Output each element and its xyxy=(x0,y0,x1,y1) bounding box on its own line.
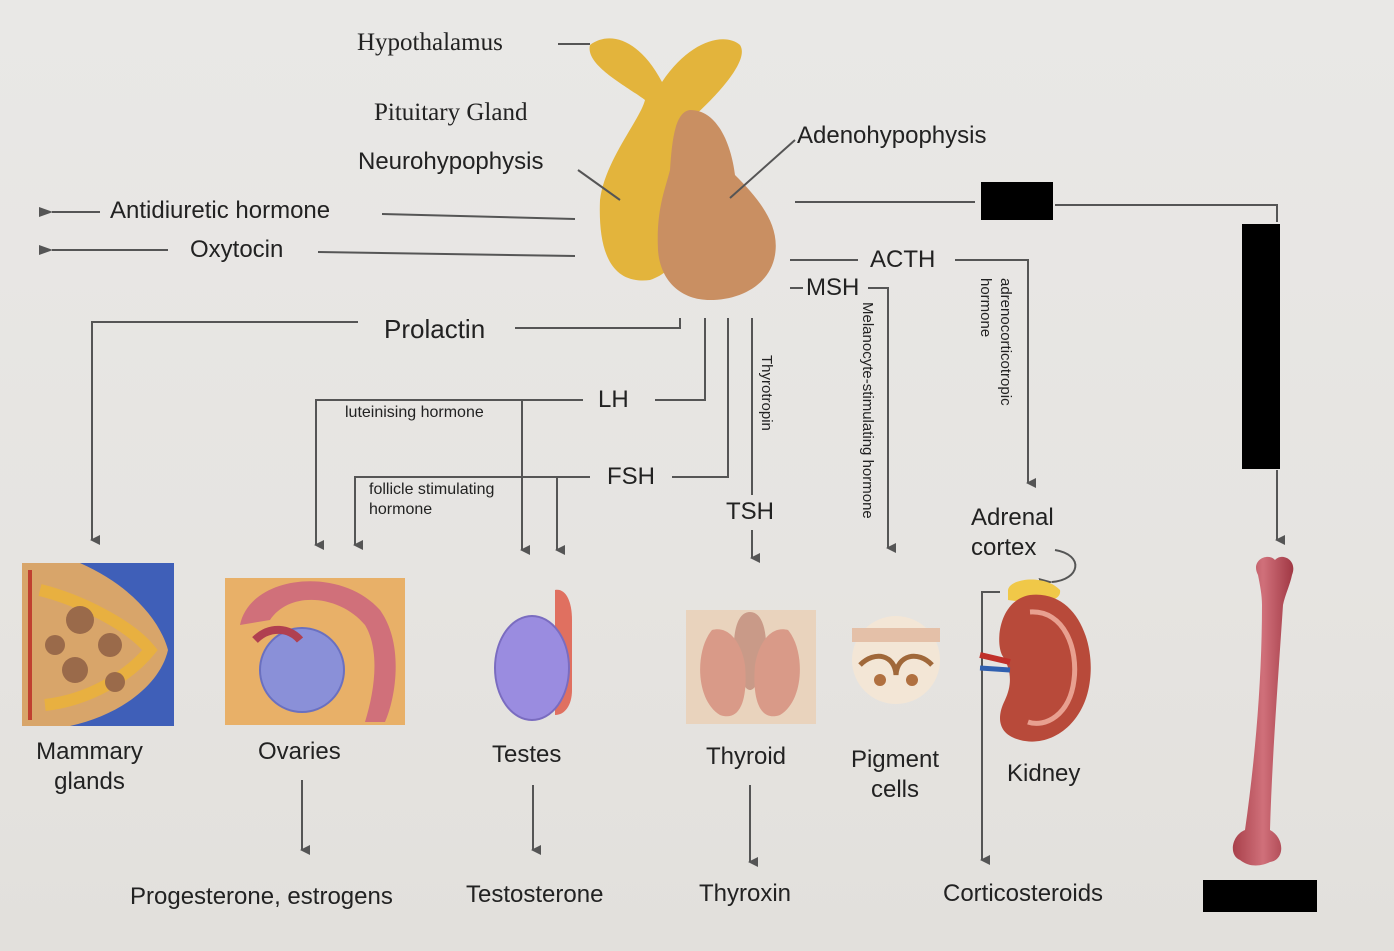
adrenocorticotropic-label: adrenocorticotropic xyxy=(997,278,1014,406)
adenohypophysis-shape xyxy=(657,110,776,300)
thyroid-illustration xyxy=(686,610,816,724)
corticosteroids-label: Corticosteroids xyxy=(943,880,1104,907)
redacted-box-hormone-name xyxy=(1242,224,1280,469)
hypothalamus-shape xyxy=(589,38,742,281)
kidney-illustration xyxy=(979,579,1091,742)
adrenal-cortex-label-2: cortex xyxy=(971,534,1037,561)
redacted-box-target xyxy=(1203,880,1317,912)
melanocyte-stimulating-hormone-label: Melanocyte-stimulating hormone xyxy=(859,302,876,519)
follicle-stimulating-label: follicle stimulating xyxy=(369,481,495,498)
luteinising-hormone-label: luteinising hormone xyxy=(345,404,484,421)
prolactin-label: Prolactin xyxy=(384,314,486,344)
pigment-cells-label-2: cells xyxy=(870,776,919,803)
pigment-cells-illustration xyxy=(852,616,940,704)
neurohypophysis-label: Neurohypophysis xyxy=(358,148,544,175)
hypothalamus-label: Hypothalamus xyxy=(357,29,503,56)
thyroid-label: Thyroid xyxy=(706,743,787,770)
antidiuretic-hormone-label: Antidiuretic hormone xyxy=(110,197,331,224)
testosterone-label: Testosterone xyxy=(466,881,604,908)
ovary-illustration xyxy=(225,578,405,725)
mammary-label-1: Mammary xyxy=(36,738,143,765)
pituitary-gland-label: Pituitary Gland xyxy=(374,99,528,126)
msh-label: MSH xyxy=(806,274,860,301)
pituitary-gland-illustration xyxy=(589,38,776,300)
tsh-label: TSH xyxy=(726,498,774,525)
mammary-label-2: glands xyxy=(54,768,125,795)
acth-label: ACTH xyxy=(870,246,936,273)
adenohypophysis-label: Adenohypophysis xyxy=(797,122,987,149)
redacted-box-hormone xyxy=(981,182,1053,220)
pigment-cells-label-1: Pigment xyxy=(850,746,940,773)
progesterone-estrogens-label: Progesterone, estrogens xyxy=(130,883,393,910)
testes-label: Testes xyxy=(492,741,562,768)
oxytocin-label: Oxytocin xyxy=(190,236,284,263)
lh-label: LH xyxy=(598,386,629,413)
testis-illustration xyxy=(494,589,572,721)
thyroxin-label: Thyroxin xyxy=(699,880,792,907)
mammary-gland-illustration xyxy=(22,563,174,726)
thyrotropin-label: Thyrotropin xyxy=(758,355,775,431)
ovaries-label: Ovaries xyxy=(258,738,341,765)
adrenal-cortex-label-1: Adrenal xyxy=(971,504,1054,531)
fsh-label: FSH xyxy=(607,463,655,490)
bone-illustration xyxy=(1232,556,1294,866)
adrenocorticotropic-hormone-label: hormone xyxy=(977,278,994,338)
follicle-hormone-label: hormone xyxy=(369,501,433,518)
kidney-label: Kidney xyxy=(1007,760,1081,787)
connector-lines xyxy=(39,43,1285,867)
